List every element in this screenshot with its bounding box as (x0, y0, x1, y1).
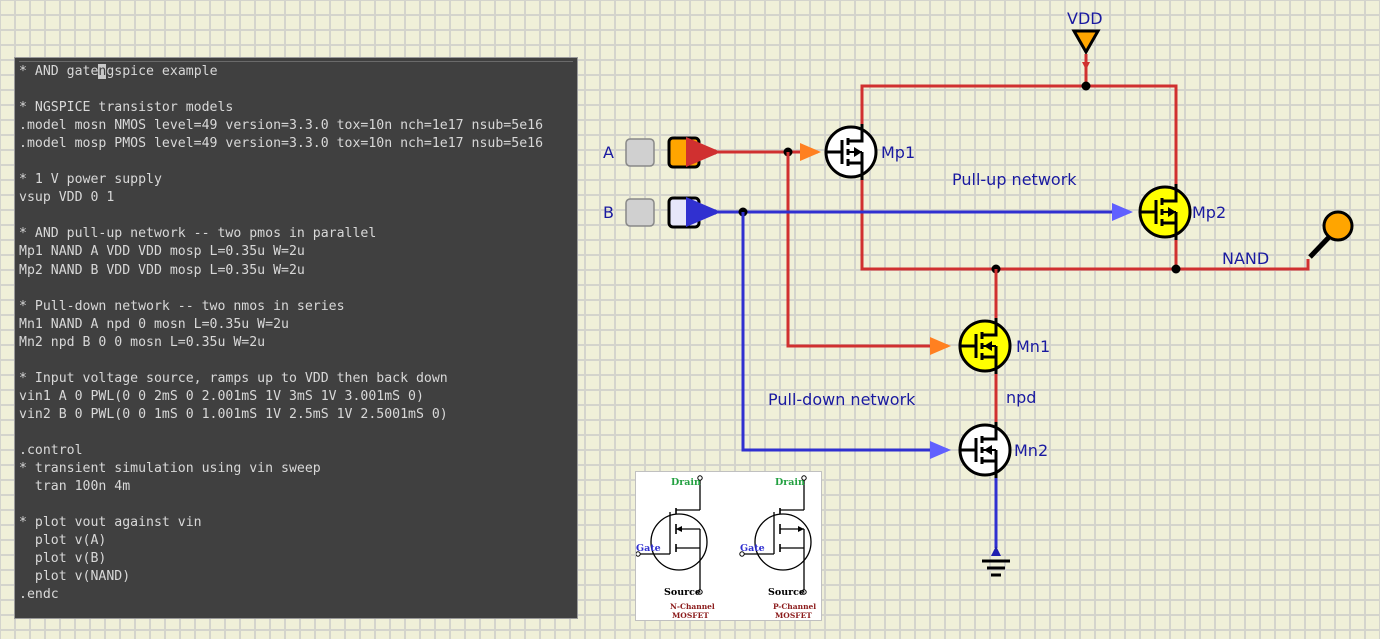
transistor-mp2[interactable] (1138, 184, 1192, 240)
netlist-lines: * NGSPICE transistor models .model mosn … (19, 100, 544, 603)
p-source-label: Source (768, 587, 805, 598)
n-channel-symbol (635, 475, 708, 595)
n-channel-caption-2: MOSFET (672, 611, 709, 620)
text-cursor: n (98, 64, 107, 79)
p-channel-caption-2: MOSFET (775, 611, 812, 620)
vdd-arrow-icon (1082, 62, 1090, 70)
n-gate-label: Gate (636, 543, 661, 554)
pmos-arrow-icon (854, 147, 862, 157)
transistor-mp1[interactable] (824, 124, 878, 180)
netlist-text[interactable]: * AND gatengspice example * NGSPICE tran… (19, 63, 543, 604)
p-gate-label: Gate (740, 543, 765, 554)
mp1-label: Mp1 (881, 143, 915, 162)
line-0a: * AND gate (19, 64, 99, 79)
mosfet-reference-diagram: Drain Drain Gate Gate Source Source N-Ch… (635, 475, 816, 620)
pull-up-label: Pull-up network (952, 170, 1077, 189)
transistor-mn2[interactable] (958, 422, 1012, 478)
input-b-state[interactable] (667, 196, 701, 229)
p-channel-caption-1: P-Channel (773, 602, 816, 611)
input-a-state[interactable] (667, 136, 701, 169)
n-channel-caption-1: N-Channel (670, 602, 715, 611)
ground-icon[interactable] (982, 546, 1010, 577)
p-channel-symbol (739, 475, 812, 595)
wire-a-to-mn1 (786, 152, 951, 355)
junction-vdd (1081, 81, 1091, 91)
nand-rail (860, 178, 1310, 271)
netlist-editor[interactable]: * AND gatengspice example * NGSPICE tran… (14, 57, 578, 619)
input-b-label: B (603, 203, 614, 222)
pull-down-label: Pull-down network (768, 390, 916, 409)
vdd-label: VDD (1067, 9, 1103, 28)
wire-b-to-mn2 (741, 212, 951, 459)
input-a-label: A (603, 143, 614, 162)
n-source-label: Source (664, 587, 701, 598)
input-a-toggle-button[interactable] (625, 138, 655, 167)
pmos-arrow-icon (1168, 207, 1176, 217)
n-drain-label: Drain (671, 477, 701, 488)
nmos-arrow-icon (984, 341, 992, 351)
npd-label: npd (1006, 388, 1036, 407)
line-0b: gspice example (106, 64, 218, 79)
nmos-arrow-icon (984, 445, 992, 455)
mn2-label: Mn2 (1014, 441, 1048, 460)
editor-top-border (19, 61, 573, 62)
output-probe-icon[interactable] (1322, 210, 1354, 242)
p-drain-label: Drain (775, 477, 805, 488)
vdd-rail (860, 84, 1178, 186)
junction-nand-mp2 (1171, 264, 1181, 274)
vdd-source-icon[interactable] (1071, 29, 1101, 56)
transistor-mn1[interactable] (958, 318, 1012, 374)
mp2-label: Mp2 (1192, 203, 1226, 222)
mosfet-reference-image: Drain Drain Gate Gate Source Source N-Ch… (635, 471, 822, 621)
mn1-label: Mn1 (1016, 337, 1050, 356)
nand-label: NAND (1222, 249, 1269, 268)
input-b-toggle-button[interactable] (625, 198, 655, 227)
